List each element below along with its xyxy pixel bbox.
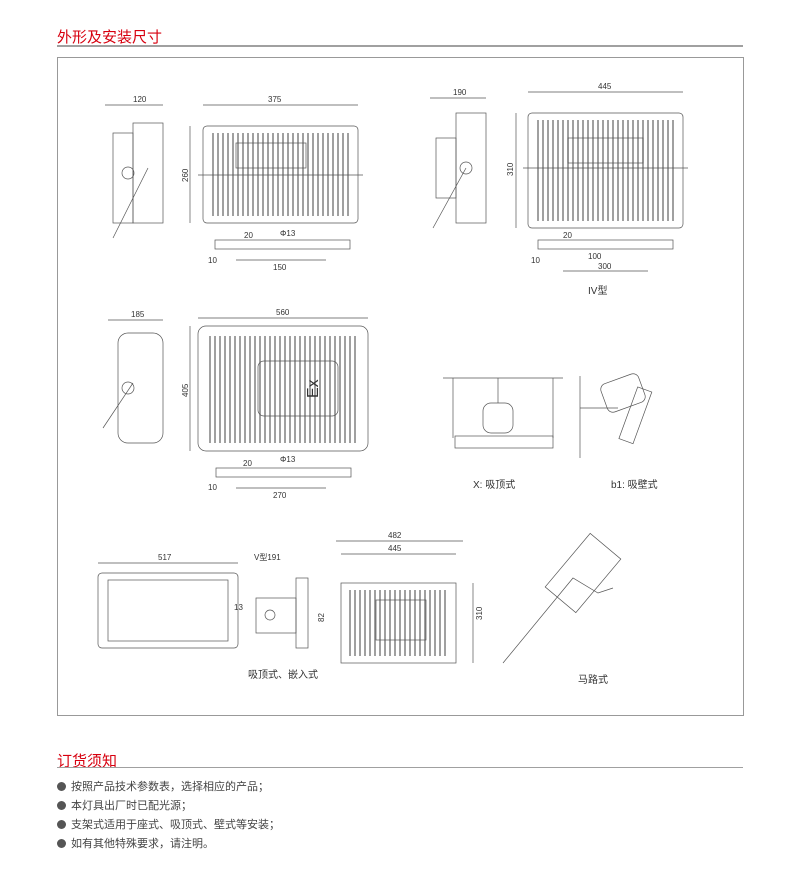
drawing-7-street: 马路式 [502, 532, 622, 686]
svg-text:20: 20 [563, 231, 572, 240]
section-title-dimensions: 外形及安装尺寸 [57, 28, 163, 46]
svg-text:10: 10 [208, 483, 217, 492]
note-item: 支架式适用于座式、吸顶式、壁式等安装； [57, 815, 280, 834]
svg-text:20: 20 [243, 459, 252, 468]
drawing-4-ceiling-mount: X: 吸顶式 [443, 377, 563, 491]
svg-text:445: 445 [388, 544, 402, 553]
svg-text:20: 20 [244, 231, 253, 240]
svg-text:445: 445 [598, 82, 612, 91]
bullet-icon [57, 839, 66, 848]
svg-text:V型191: V型191 [254, 553, 281, 562]
section-divider [57, 45, 743, 47]
note-text: 本灯具出厂时已配光源； [71, 799, 192, 812]
svg-text:10: 10 [531, 256, 540, 265]
note-item: 如有其他特殊要求，请注明。 [57, 834, 280, 853]
drawing-2-side: 190 [430, 88, 487, 229]
bullet-icon [57, 782, 66, 791]
svg-text:Φ13: Φ13 [280, 455, 296, 464]
drawing-1-front: 375 260 20 Φ13 10 150 [181, 95, 363, 272]
bullet-icon [57, 801, 66, 810]
svg-text:b1: 吸壁式: b1: 吸壁式 [611, 478, 658, 491]
section-divider [57, 767, 743, 768]
svg-text:310: 310 [475, 606, 484, 620]
note-text: 支架式适用于座式、吸顶式、壁式等安装； [71, 818, 280, 831]
svg-text:150: 150 [273, 263, 287, 272]
svg-text:300: 300 [598, 262, 612, 271]
svg-text:260: 260 [181, 168, 190, 182]
svg-text:560: 560 [276, 308, 290, 317]
svg-text:马路式: 马路式 [578, 673, 608, 686]
section-title-ordering: 订货须知 [57, 752, 118, 770]
drawing-5-wall-mount: b1: 吸壁式 [579, 373, 658, 491]
svg-text:517: 517 [158, 553, 172, 562]
note-text: 如有其他特殊要求，请注明。 [71, 837, 214, 850]
svg-text:190: 190 [453, 88, 467, 97]
svg-text:X: 吸顶式: X: 吸顶式 [473, 478, 515, 491]
svg-text:10: 10 [208, 256, 217, 265]
svg-text:100: 100 [588, 252, 602, 261]
svg-text:405: 405 [181, 383, 190, 397]
svg-text:482: 482 [388, 531, 402, 540]
svg-text:375: 375 [268, 95, 282, 104]
drawing-1-side: 120 [105, 95, 164, 239]
note-text: 按照产品技术参数表，选择相应的产品； [71, 780, 269, 793]
svg-text:310: 310 [506, 162, 515, 176]
svg-text:120: 120 [133, 95, 147, 104]
svg-text:13: 13 [234, 603, 243, 612]
drawing-3-front: Ex 560 405 20 Φ13 10 270 [181, 308, 369, 500]
svg-text:IV型: IV型 [588, 284, 607, 297]
svg-text:185: 185 [131, 310, 145, 319]
drawing-2-front: 445 310 20 10 100 300 IV型 [506, 82, 688, 297]
ordering-notes: 按照产品技术参数表，选择相应的产品； 本灯具出厂时已配光源； 支架式适用于座式、… [57, 777, 280, 853]
svg-text:Φ13: Φ13 [280, 229, 296, 238]
note-item: 按照产品技术参数表，选择相应的产品； [57, 777, 280, 796]
drawing-6-recessed: 517 13 V型191 82 482 445 310 吸顶式、嵌入式 [97, 531, 484, 681]
svg-text:Ex: Ex [305, 379, 322, 398]
note-item: 本灯具出厂时已配光源； [57, 796, 280, 815]
svg-text:吸顶式、嵌入式: 吸顶式、嵌入式 [248, 668, 318, 681]
drawing-3-side: 185 [102, 310, 164, 444]
svg-text:270: 270 [273, 491, 287, 500]
svg-text:82: 82 [317, 613, 326, 622]
bullet-icon [57, 820, 66, 829]
